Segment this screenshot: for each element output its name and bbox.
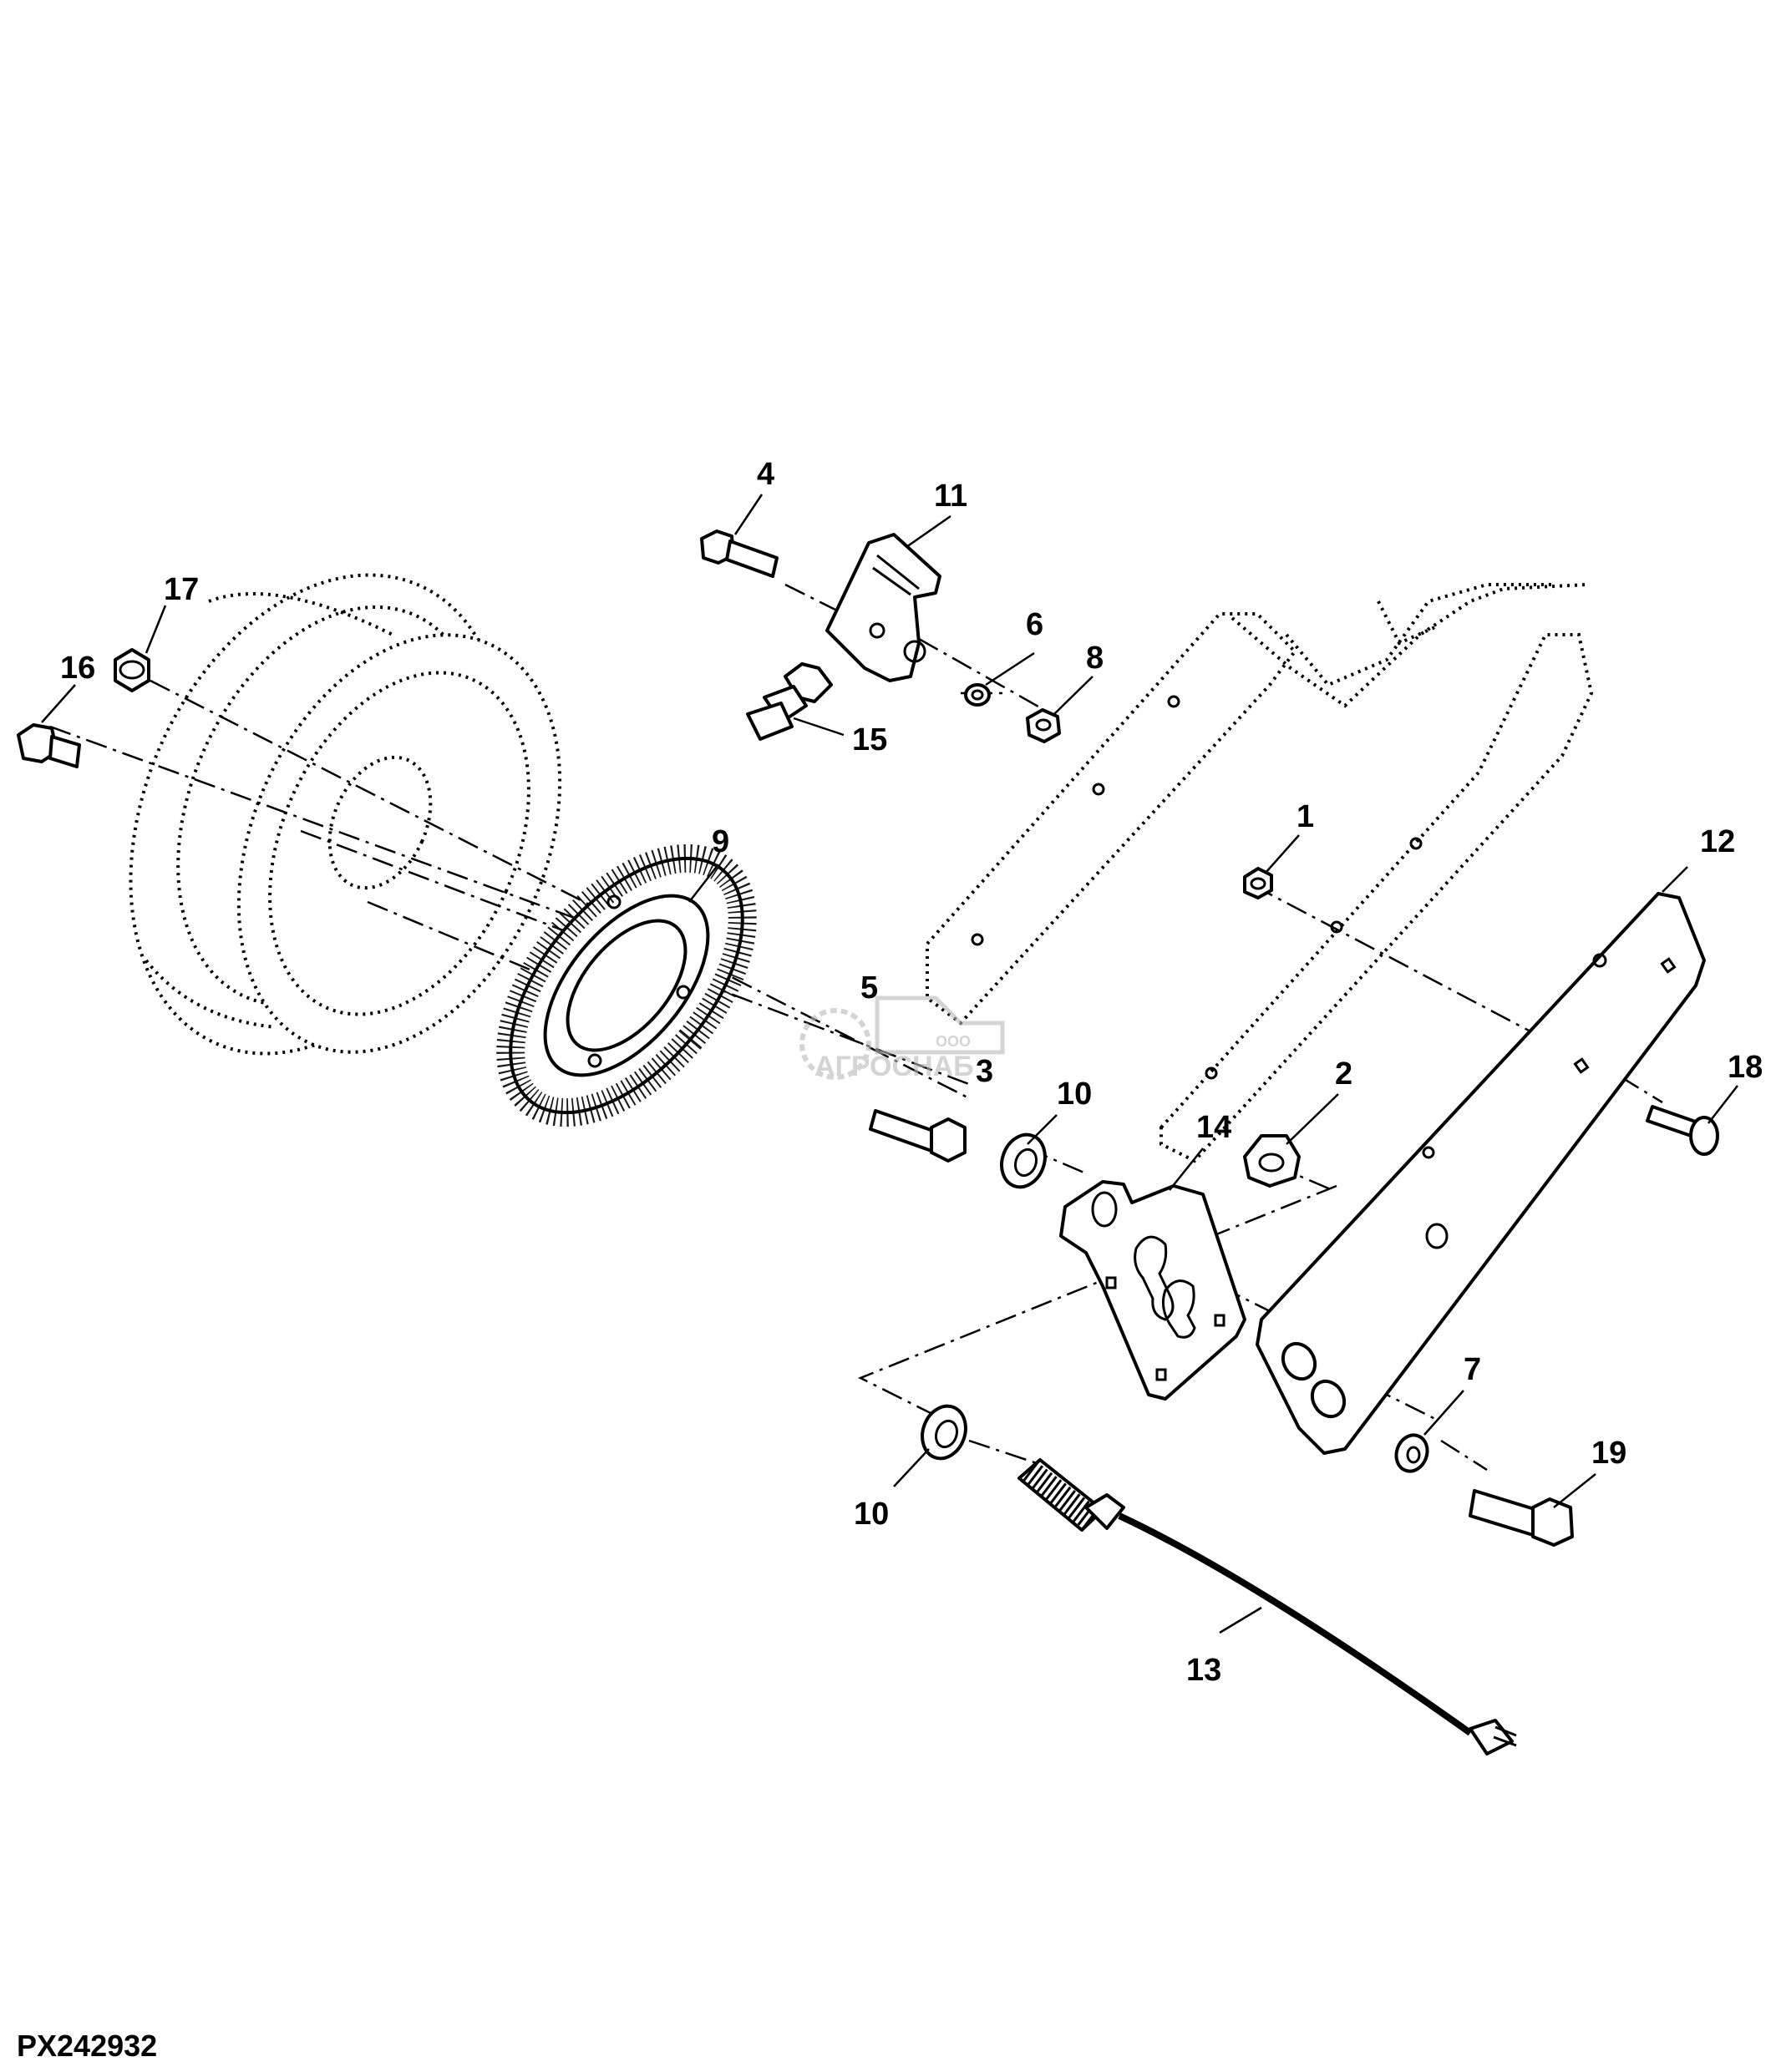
watermark-small-text: ООО: [936, 1033, 971, 1050]
bolt-19: [1469, 1489, 1574, 1547]
bolt-16: [17, 723, 81, 768]
callout-14: 14: [1196, 1110, 1231, 1145]
callout-8: 8: [1086, 641, 1104, 676]
callout-9: 9: [712, 824, 729, 859]
grommet-10-lower: [921, 1404, 967, 1461]
callout-12: 12: [1700, 824, 1735, 859]
callout-5: 5: [860, 970, 878, 1006]
bolt-4: [700, 529, 779, 578]
callout-16: 16: [60, 651, 95, 686]
leader-lines: [41, 494, 1738, 1634]
plate-12: [1256, 892, 1706, 1455]
nut-8: [1026, 708, 1061, 743]
frame-outline: [926, 583, 1594, 1163]
bracket-11: [825, 533, 941, 682]
callout-1: 1: [1296, 799, 1314, 834]
nut-1: [1243, 867, 1273, 899]
callout-6: 6: [1026, 607, 1043, 642]
callout-10-upper: 10: [1057, 1077, 1092, 1112]
callouts: 4 11 17 16 6 8 15 9 1 12 5 3 10 2 18 14 …: [60, 457, 1763, 1688]
sensor-bracket-14: [1059, 1180, 1246, 1401]
bolt-3: [869, 1109, 967, 1163]
callout-18: 18: [1728, 1050, 1763, 1085]
callout-10-lower: 10: [854, 1497, 889, 1532]
figure-id: PX242932: [17, 2029, 157, 2063]
sensor-fitting-15: [746, 662, 833, 741]
callout-2: 2: [1335, 1056, 1352, 1092]
tone-ring: [496, 843, 757, 1127]
washer-6: [964, 683, 991, 707]
callout-19: 19: [1591, 1436, 1626, 1471]
nut-2: [1243, 1134, 1301, 1188]
callout-15: 15: [852, 722, 887, 757]
nut-17: [114, 648, 150, 692]
callout-3: 3: [976, 1054, 993, 1089]
callout-13: 13: [1186, 1653, 1221, 1688]
watermark: ООО АГРОСНАБ: [799, 995, 1005, 1082]
callout-4: 4: [757, 457, 774, 492]
watermark-main-text: АГРОСНАБ: [814, 1051, 974, 1082]
callout-17: 17: [164, 572, 199, 607]
speed-sensor-13: [1017, 1458, 1517, 1755]
bolt-18: [1646, 1105, 1719, 1156]
washer-7: [1394, 1433, 1429, 1473]
grommet-10-upper: [1000, 1132, 1047, 1189]
callout-7: 7: [1464, 1352, 1481, 1387]
callout-11: 11: [934, 479, 967, 514]
